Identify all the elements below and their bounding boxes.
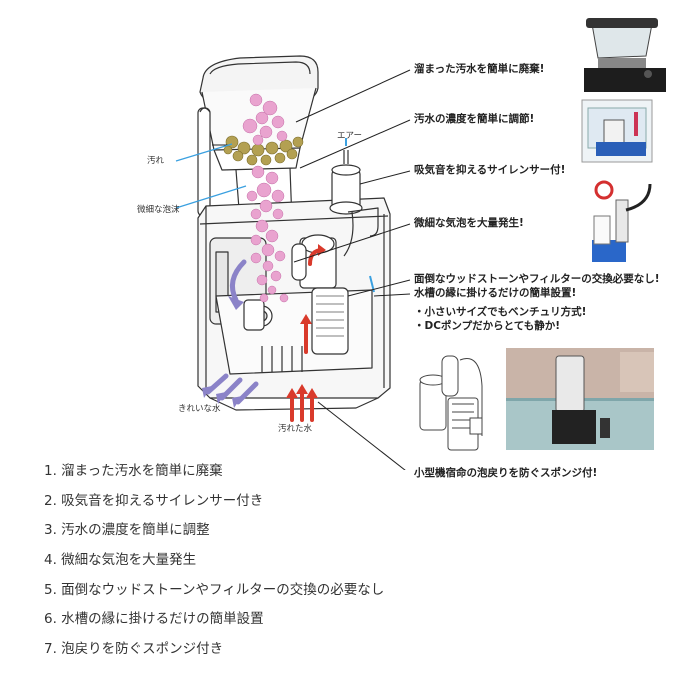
dirt-particles bbox=[223, 135, 304, 166]
product-photo-top bbox=[578, 14, 670, 92]
callout-fine-bubbles: 微細な気泡を大量発生! bbox=[414, 217, 524, 229]
label-dirt: 汚れ bbox=[147, 156, 165, 166]
label-fine-bubbles: 微細な泡沫 bbox=[137, 205, 180, 215]
feature-item: 6. 水槽の縁に掛けるだけの簡単設置 bbox=[44, 611, 264, 628]
label-pointer-lines bbox=[175, 143, 247, 209]
callout-dc-pump: ・DCポンプだからとても静か! bbox=[414, 320, 561, 332]
label-dirty-water: 汚れた水 bbox=[278, 424, 313, 434]
clean-water-arrowheads bbox=[202, 296, 244, 408]
callout-silencer: 吸気音を抑えるサイレンサー付! bbox=[414, 164, 566, 176]
feature-item: 3. 汚水の濃度を簡単に調整 bbox=[44, 522, 210, 539]
product-photo-installed bbox=[506, 348, 654, 450]
callout-concentration-adjust: 汚水の濃度を簡単に調節! bbox=[414, 113, 535, 125]
label-air: エアー bbox=[337, 131, 362, 141]
callout-venturi: ・小さいサイズでもベンチュリ方式! bbox=[414, 306, 587, 318]
feature-item: 7. 泡戻りを防ぐスポンジ付き bbox=[44, 641, 224, 658]
clean-water-flow-arrows bbox=[205, 259, 259, 405]
skimmer-diagram bbox=[175, 14, 670, 470]
feature-item: 1. 溜まった汚水を簡単に廃棄 bbox=[44, 463, 223, 479]
callout-sponge: 小型機宿命の泡戻りを防ぐスポンジ付! bbox=[414, 467, 598, 479]
product-drawing-small bbox=[419, 355, 483, 451]
callout-no-replacement: 面倒なウッドストーンやフィルターの交換必要なし! bbox=[414, 273, 660, 285]
feature-item: 5. 面倒なウッドストーンやフィルターの交換の必要なし bbox=[44, 581, 385, 598]
feature-list: 1. 溜まった汚水を簡単に廃棄 2. 吸気音を抑えるサイレンサー付き 3. 汚水… bbox=[44, 457, 384, 665]
product-photo-pump bbox=[581, 99, 653, 163]
fine-bubbles bbox=[242, 93, 289, 303]
label-clean-water: きれいな水 bbox=[178, 404, 221, 414]
callout-easy-install: 水槽の縁に掛けるだけの簡単設置! bbox=[414, 287, 577, 299]
feature-item: 4. 微細な気泡を大量発生 bbox=[44, 552, 197, 569]
callout-easy-disposal: 溜まった汚水を簡単に廃棄! bbox=[414, 63, 545, 75]
feature-item: 2. 吸気音を抑えるサイレンサー付き bbox=[44, 492, 264, 509]
callout-leader-lines bbox=[212, 69, 411, 470]
product-photo-venturi bbox=[572, 170, 652, 268]
skimmer-body-drawing bbox=[197, 55, 391, 411]
